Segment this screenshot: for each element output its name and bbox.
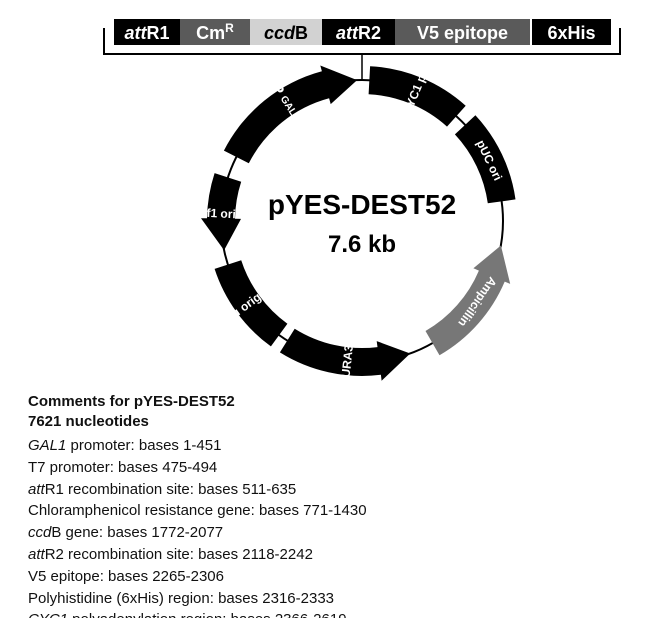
plasmid-size: 7.6 kb bbox=[328, 231, 396, 258]
feature-list-item-italic: att bbox=[28, 545, 45, 563]
cassette-label-attr1: attR1 bbox=[124, 23, 169, 43]
feature-list-item-italic: att bbox=[28, 480, 45, 498]
feature-list-item-italic: GAL1 bbox=[28, 437, 67, 454]
feature-arrow-p-gal1 bbox=[223, 65, 358, 164]
feature-arrow-f1-ori bbox=[201, 173, 242, 251]
feature-list-item-italic: ccd bbox=[28, 524, 52, 542]
cassette-label-ccdb: ccdB bbox=[264, 23, 308, 43]
cassette-bar: attR1 CmR ccdB attR2 V5 epitope 6xHis bbox=[114, 19, 611, 45]
feature-arrow-2-origin bbox=[214, 260, 288, 347]
plasmid-name: pYES-DEST52 bbox=[268, 189, 456, 220]
cassette-segment-v5-epitope bbox=[395, 19, 530, 45]
comments-title: Comments for pYES-DEST52 bbox=[28, 393, 235, 410]
cassette-label-6xhis: 6xHis bbox=[547, 23, 595, 43]
feature-list-item: Chloramphenicol resistance gene: bases 7… bbox=[28, 500, 648, 522]
feature-list-item: attR1 recombination site: bases 511-635 bbox=[28, 479, 648, 501]
feature-label-f1-ori: f1 ori bbox=[206, 206, 236, 222]
cassette-segment-spacer bbox=[530, 19, 532, 45]
feature-list-item: ccdB gene: bases 1772-2077 bbox=[28, 522, 648, 544]
feature-arrow-puc-ori bbox=[454, 115, 516, 204]
feature-list-item-text: R1 recombination site: bases 511-635 bbox=[44, 480, 297, 498]
feature-arrow-cyc1-pa bbox=[368, 66, 466, 127]
feature-list-item-text: V5 epitope: bases 2265-2306 bbox=[28, 567, 224, 585]
cassette-segment-cm bbox=[180, 19, 250, 45]
nucleotide-count: 7621 nucleotides bbox=[28, 413, 149, 430]
feature-list-item: V5 epitope: bases 2265-2306 bbox=[28, 566, 648, 588]
feature-list-item-text: Chloramphenicol resistance gene: bases 7… bbox=[28, 502, 367, 520]
cassette-segment-attr1 bbox=[114, 19, 180, 45]
feature-list-item-text: B gene: bases 1772-2077 bbox=[51, 524, 224, 542]
page-cutoff bbox=[0, 618, 660, 628]
cassette-label-attr2: attR2 bbox=[336, 23, 381, 43]
cassette-label-cm: CmR bbox=[196, 21, 234, 43]
cassette-label-v5-epitope: V5 epitope bbox=[417, 23, 508, 43]
feature-list-item-text: R2 recombination site: bases 2118-2242 bbox=[44, 545, 313, 563]
cassette-segment-ccdb bbox=[250, 19, 322, 45]
feature-arrow-ura3 bbox=[279, 328, 411, 381]
cassette-segment-6xhis bbox=[532, 19, 611, 45]
feature-label-ura3: URA3 bbox=[339, 344, 356, 378]
feature-list-item: T7 promoter: bases 475-494 bbox=[28, 457, 648, 479]
comments-section: Comments for pYES-DEST52 7621 nucleotide… bbox=[28, 392, 648, 631]
feature-list-item: Polyhistidine (6xHis) region: bases 2316… bbox=[28, 588, 648, 610]
feature-list-item-text: promoter: bases 1-451 bbox=[66, 437, 222, 454]
feature-list-item: attR2 recombination site: bases 2118-224… bbox=[28, 544, 648, 566]
cassette-segment-attr2 bbox=[322, 19, 395, 45]
feature-list-item-text: Polyhistidine (6xHis) region: bases 2316… bbox=[28, 589, 335, 607]
feature-list-item-text: T7 promoter: bases 475-494 bbox=[28, 458, 218, 476]
feature-arrow-ampicillin bbox=[425, 245, 511, 356]
feature-list-item: GAL1 promoter: bases 1-451 bbox=[28, 435, 648, 457]
